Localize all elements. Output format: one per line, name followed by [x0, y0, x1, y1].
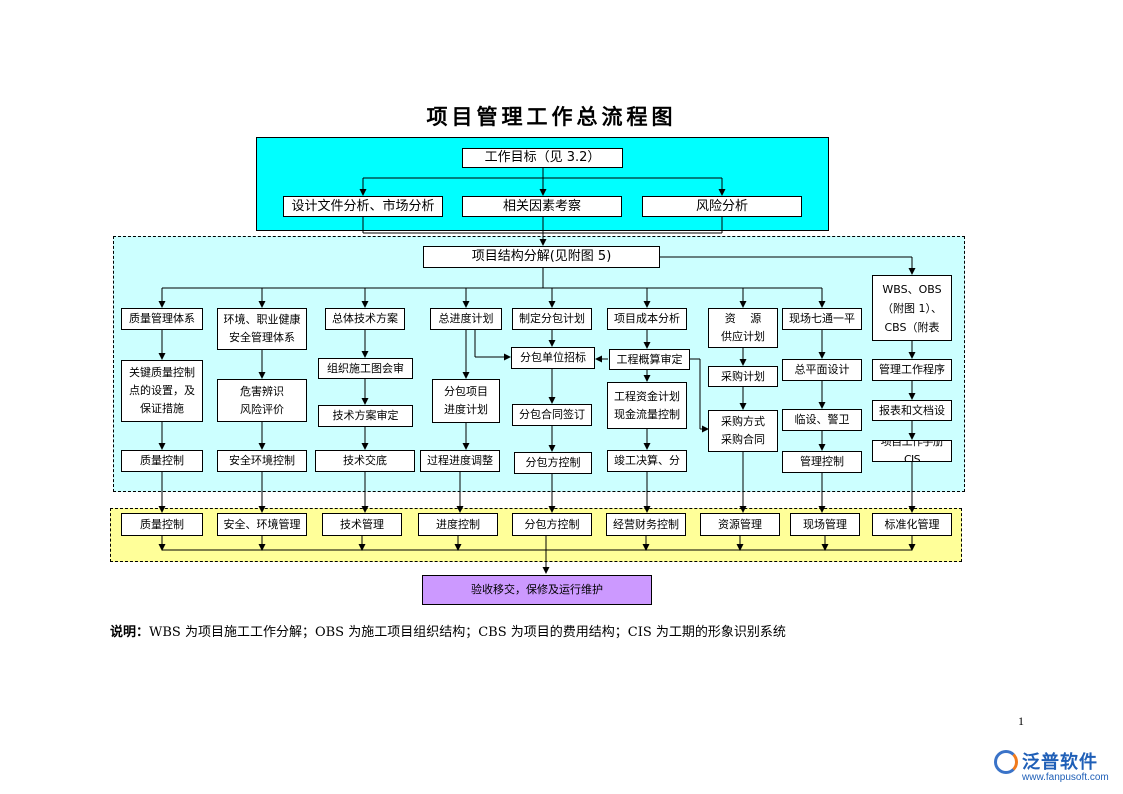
drawing-review: 组织施工图会审 — [318, 358, 413, 379]
reports-documents: 报表和文档设 — [872, 400, 952, 421]
hazard-identification: 危害辨识 风险评价 — [217, 379, 307, 422]
management-control: 管理控制 — [782, 451, 862, 473]
quality-system: 质量管理体系 — [121, 308, 203, 330]
logo-icon — [994, 750, 1018, 774]
cost-analysis: 项目成本分析 — [607, 308, 687, 330]
footnote-text: WBS 为项目施工工作分解；OBS 为施工项目组织结构；CBS 为项目的费用结构… — [149, 625, 786, 640]
control-safety-env: 安全、环境管理 — [217, 513, 307, 536]
tech-briefing: 技术交底 — [315, 450, 415, 472]
site-preparation: 现场七通一平 — [782, 308, 862, 330]
control-progress: 进度控制 — [418, 513, 498, 536]
analysis-factors: 相关因素考察 — [462, 196, 622, 217]
temp-facilities-security: 临设、警卫 — [782, 409, 862, 431]
wbs-box: 项目结构分解(见附图 5) — [423, 246, 660, 268]
brand-logo: 泛普软件 www.fanpusoft.com — [994, 746, 1119, 786]
quality-key-points: 关键质量控制 点的设置，及 保证措施 — [121, 360, 203, 422]
project-handbook: 项目工作手册CIS — [872, 440, 952, 462]
site-layout-design: 总平面设计 — [782, 359, 862, 381]
tech-plan-approval: 技术方案审定 — [318, 405, 413, 427]
analysis-risk: 风险分析 — [642, 196, 802, 217]
master-schedule: 总进度计划 — [430, 308, 502, 330]
management-procedure: 管理工作程序 — [872, 359, 952, 381]
subcontract-signing: 分包合同签订 — [512, 404, 592, 426]
fund-plan: 工程资金计划 现金流量控制 — [607, 382, 687, 429]
page-title: 项目管理工作总流程图 — [426, 105, 677, 129]
logo-url: www.fanpusoft.com — [1022, 772, 1109, 783]
schedule-adjust: 过程进度调整 — [420, 450, 500, 472]
control-standardization: 标准化管理 — [872, 513, 952, 536]
wbs-obs-cbs-box: WBS、OBS （附图 1）、 CBS（附表 — [872, 275, 952, 341]
subcontract-plan: 制定分包计划 — [512, 308, 592, 330]
control-quality: 质量控制 — [121, 513, 203, 536]
final-accounts: 竣工决算、分 — [607, 450, 687, 472]
env-safety-system: 环境、职业健康 安全管理体系 — [217, 308, 307, 350]
budget-approval: 工程概算审定 — [609, 349, 690, 370]
safety-env-control-box: 安全环境控制 — [217, 450, 307, 472]
tech-plan: 总体技术方案 — [325, 308, 405, 330]
control-finance: 经营财务控制 — [606, 513, 686, 536]
logo-name: 泛普软件 — [1022, 752, 1098, 773]
purchase-contract: 采购方式 采购合同 — [708, 410, 778, 452]
quality-control-box: 质量控制 — [121, 450, 203, 472]
footnote: 说明：WBS 为项目施工工作分解；OBS 为施工项目组织结构；CBS 为项目的费… — [110, 621, 786, 640]
subcontractor-control: 分包方控制 — [514, 452, 592, 474]
goal-box: 工作目标（见 3.2） — [462, 148, 623, 168]
resource-supply-plan: 资 源 供应计划 — [708, 308, 778, 348]
page-number: 1 — [1018, 714, 1024, 728]
final-handover: 验收移交，保修及运行维护 — [422, 575, 652, 605]
sub-schedule: 分包项目 进度计划 — [432, 379, 500, 423]
control-subcontractor: 分包方控制 — [512, 513, 592, 536]
purchase-plan: 采购计划 — [708, 366, 778, 387]
analysis-design-market: 设计文件分析、市场分析 — [283, 196, 443, 217]
control-site: 现场管理 — [790, 513, 860, 536]
subcontract-bidding: 分包单位招标 — [511, 347, 595, 369]
footnote-label: 说明： — [110, 625, 150, 640]
control-resources: 资源管理 — [700, 513, 780, 536]
control-technical: 技术管理 — [322, 513, 402, 536]
